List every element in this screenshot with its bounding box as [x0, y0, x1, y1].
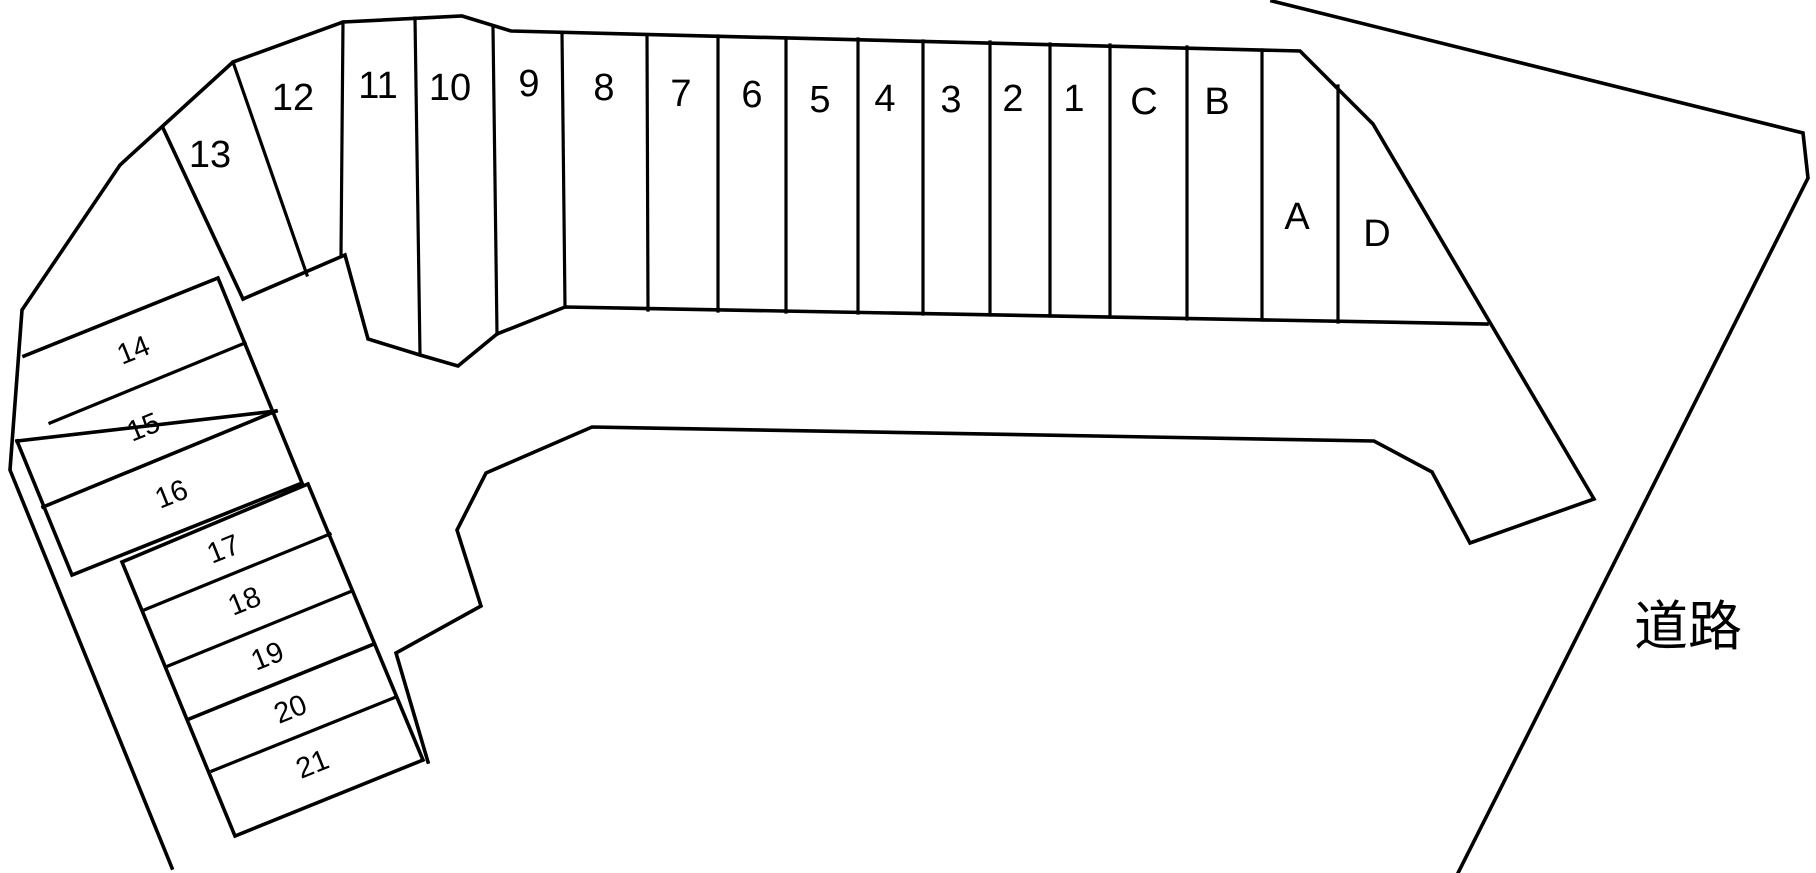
space-label-11: 11 [358, 65, 397, 107]
left-lower-block [119, 481, 426, 839]
lot-boundary [1269, 0, 1810, 873]
top-row-inner-edge [160, 125, 246, 302]
space-label-A: A [1284, 196, 1310, 238]
space-label-19: 19 [247, 636, 289, 678]
space-label-2: 2 [1002, 78, 1023, 120]
space-label-3: 3 [940, 79, 961, 121]
space-label-C: C [1130, 81, 1157, 123]
road-label: 道路 [1634, 595, 1742, 658]
space-label-1: 1 [1063, 78, 1084, 120]
space-label-20: 20 [270, 689, 312, 731]
top-row-labels: 13 12 11 10 9 8 7 6 5 4 3 2 1 C B A D [189, 63, 1391, 255]
space-label-18: 18 [224, 581, 266, 623]
space-label-D: D [1363, 213, 1390, 255]
space-label-9: 9 [518, 63, 539, 105]
space-label-B: B [1204, 81, 1229, 123]
top-row-dividers [230, 16, 1340, 357]
left-upper-block [14, 275, 305, 578]
space-label-12: 12 [272, 77, 314, 119]
lot-boundary [8, 14, 1597, 871]
left-column-labels: 14 15 16 17 18 19 20 21 [113, 330, 334, 786]
space-label-14: 14 [113, 330, 155, 372]
space-label-6: 6 [741, 74, 762, 116]
space-label-10: 10 [429, 67, 471, 109]
space-label-17: 17 [203, 529, 245, 571]
space-label-21: 21 [292, 744, 334, 786]
space-label-13: 13 [189, 134, 231, 176]
space-label-8: 8 [593, 67, 614, 109]
space-label-16: 16 [151, 474, 193, 516]
space-label-7: 7 [670, 73, 691, 115]
space-label-5: 5 [809, 79, 830, 121]
top-row-front-line [240, 252, 1489, 368]
space-label-15: 15 [123, 407, 165, 449]
space-label-4: 4 [874, 78, 895, 120]
